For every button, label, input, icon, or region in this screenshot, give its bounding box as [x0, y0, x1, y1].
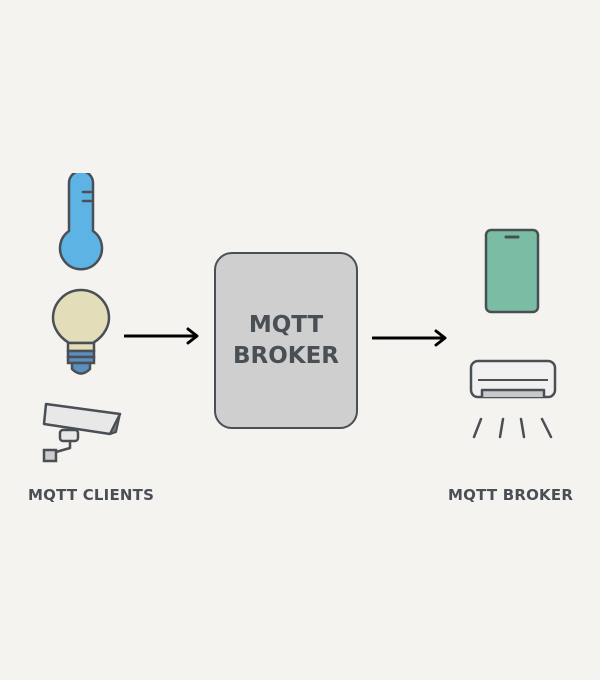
- security-camera-icon: [42, 402, 122, 463]
- arrow-from-broker-icon: [372, 329, 447, 347]
- broker-label-line2: BROKER: [232, 342, 340, 369]
- air-conditioner-icon: [469, 359, 557, 439]
- arrow-to-broker-icon: [124, 327, 199, 345]
- clients-label: MQTT CLIENTS: [28, 486, 155, 504]
- broker-box: MQTT BROKER: [214, 252, 358, 429]
- thermometer-icon: [58, 173, 104, 271]
- light-bulb-icon: [51, 288, 111, 375]
- subscribers-label: MQTT BROKER: [448, 486, 574, 504]
- broker-label-line1: MQTT: [248, 311, 324, 338]
- smartphone-icon: [484, 228, 540, 314]
